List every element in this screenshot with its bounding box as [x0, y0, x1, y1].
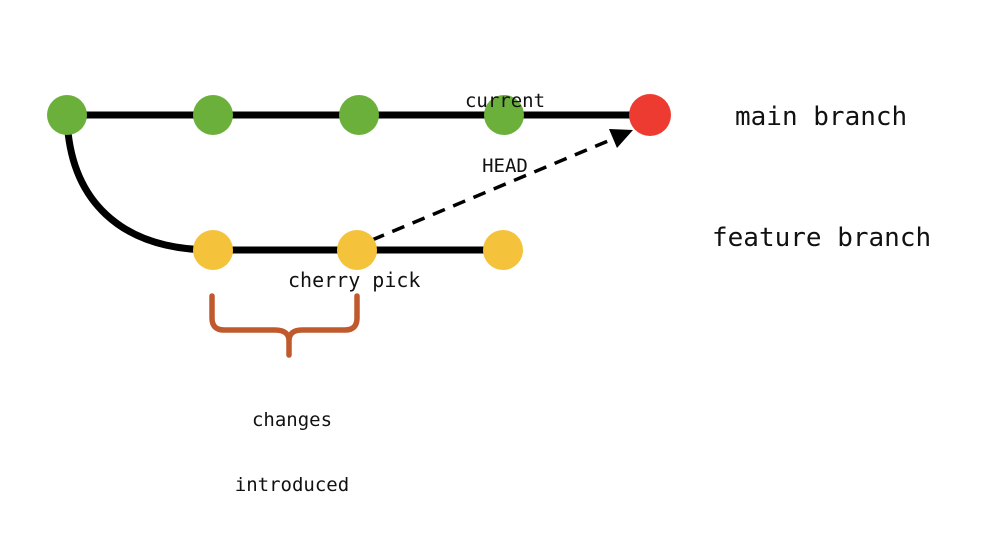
feature-commit-1[interactable]	[193, 230, 233, 270]
feature-commit-2-cherry-pick-source[interactable]	[337, 230, 377, 270]
cherry-pick-arrowhead	[609, 129, 633, 148]
changes-introduced-label-line1: changes	[251, 408, 333, 431]
changes-introduced-label: changes introduced	[192, 366, 392, 541]
current-head-label: current HEAD	[440, 47, 570, 222]
diagram-canvas: current HEAD main branch feature branch …	[47, 47, 932, 497]
git-branch-graph	[47, 94, 671, 358]
main-branch-label: main branch	[735, 102, 908, 132]
changes-introduced-label-line2: introduced	[234, 474, 350, 497]
main-commit-3[interactable]	[339, 95, 379, 135]
main-commit-5-cherry-picked[interactable]	[629, 94, 671, 136]
cherry-pick-arrow-line	[371, 134, 621, 242]
feature-branch-label: feature branch	[712, 223, 932, 253]
current-head-label-line2: HEAD	[482, 155, 528, 178]
main-commit-2[interactable]	[193, 95, 233, 135]
changes-brace	[209, 293, 360, 358]
main-commit-4-head[interactable]	[484, 95, 524, 135]
cherry-pick-label: cherry pick	[288, 268, 421, 292]
current-head-label-line1: current	[464, 89, 546, 112]
main-commit-1[interactable]	[47, 95, 87, 135]
branch-off-curve	[63, 114, 217, 254]
feature-commit-3[interactable]	[483, 230, 523, 270]
